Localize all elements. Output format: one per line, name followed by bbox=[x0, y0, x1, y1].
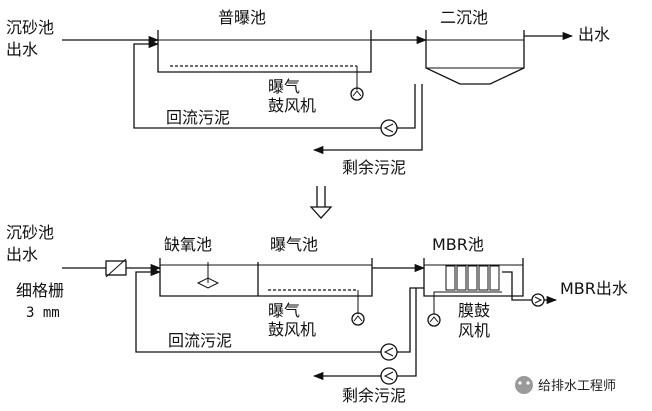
top-blower-icon bbox=[350, 87, 364, 101]
mbr-permeate-line bbox=[502, 271, 532, 301]
membrane-module bbox=[445, 265, 456, 291]
bottom-return-sludge-label: 回流污泥 bbox=[168, 331, 232, 350]
top-blower-symbol bbox=[352, 90, 362, 97]
bottom-excess-pipe-a bbox=[397, 288, 417, 377]
membrane-module bbox=[456, 265, 467, 291]
membrane-blower-label-2: 风机 bbox=[458, 321, 490, 340]
bottom-excess-pump-icon bbox=[380, 367, 398, 385]
fine-screen-bar bbox=[105, 258, 127, 278]
top-blower-label-1: 曝气 bbox=[268, 77, 300, 96]
top-aeration-tank-label: 普曝池 bbox=[218, 8, 266, 27]
top-excess-sludge-label: 剩余污泥 bbox=[342, 158, 406, 177]
top-inlet-label-1: 沉砂池 bbox=[6, 18, 54, 37]
bottom-blower-label-2: 鼓风机 bbox=[268, 320, 316, 339]
bottom-inlet-label-1: 沉砂池 bbox=[6, 223, 54, 242]
top-excess-sludge-line bbox=[312, 84, 423, 155]
watermark-text: 给排水工程师 bbox=[538, 379, 616, 394]
upgrade-down-arrow bbox=[309, 186, 333, 219]
top-aeration-tank bbox=[157, 30, 372, 73]
top-return-sludge-label: 回流污泥 bbox=[166, 108, 230, 127]
bottom-return-pump-icon bbox=[380, 343, 398, 361]
top-return-pump-icon bbox=[380, 119, 398, 137]
bottom-blower-symbol bbox=[353, 315, 363, 322]
bottom-return-sludge-line bbox=[135, 267, 381, 353]
bottom-return-pump-symbol bbox=[383, 347, 394, 357]
bottom-excess-sludge-label: 剩余污泥 bbox=[342, 386, 406, 405]
top-clarifier-label: 二沉池 bbox=[440, 8, 488, 27]
bottom-blower-icon bbox=[351, 312, 365, 326]
permeate-pump-icon bbox=[531, 293, 545, 307]
fine-screen-size: 3 mm bbox=[26, 305, 60, 321]
watermark: 给排水工程师 bbox=[515, 376, 616, 394]
bottom-excess-pump-symbol bbox=[383, 371, 394, 381]
mixer-icon bbox=[196, 277, 220, 289]
aeration-tank-label: 曝气池 bbox=[270, 235, 318, 254]
bottom-blower-label-1: 曝气 bbox=[268, 301, 300, 320]
top-return-pipe-a bbox=[397, 84, 416, 129]
membrane-module bbox=[467, 265, 478, 291]
membrane-module bbox=[478, 265, 489, 291]
mbr-tank bbox=[423, 258, 524, 297]
top-process: 沉砂池 出水 普曝池 曝气 鼓风机 二沉池 出水 回流污泥 剩余污泥 bbox=[6, 8, 610, 177]
top-return-sludge-line bbox=[133, 39, 381, 129]
mbr-tank-label: MBR池 bbox=[432, 235, 484, 254]
anoxic-tank-label: 缺氧池 bbox=[164, 235, 212, 254]
top-inlet-label-2: 出水 bbox=[6, 40, 38, 59]
top-outlet-label: 出水 bbox=[578, 25, 610, 44]
fine-screen-label: 细格栅 bbox=[16, 281, 64, 300]
wechat-icon bbox=[515, 376, 533, 394]
bottom-inlet-label-2: 出水 bbox=[6, 245, 38, 264]
membrane-blower-label-1: 膜鼓 bbox=[458, 301, 490, 320]
top-return-pump-symbol bbox=[383, 123, 394, 133]
membrane-module bbox=[489, 265, 500, 291]
bottom-bio-tank bbox=[159, 258, 373, 297]
top-secondary-clarifier bbox=[425, 30, 525, 85]
permeate-pump-symbol bbox=[534, 296, 543, 304]
membrane-air-pipe bbox=[433, 291, 444, 314]
bottom-process: 沉砂池 出水 细格栅 3 mm 缺氧池 曝气池 曝气 鼓风机 MBR池 bbox=[6, 223, 628, 405]
top-blower-label-2: 鼓风机 bbox=[268, 96, 316, 115]
bottom-return-pipe-a bbox=[397, 287, 424, 353]
membrane-blower-icon bbox=[427, 313, 441, 327]
membrane-modules bbox=[444, 265, 502, 293]
mbr-outlet-label: MBR出水 bbox=[560, 279, 628, 298]
membrane-blower-symbol bbox=[429, 316, 439, 323]
